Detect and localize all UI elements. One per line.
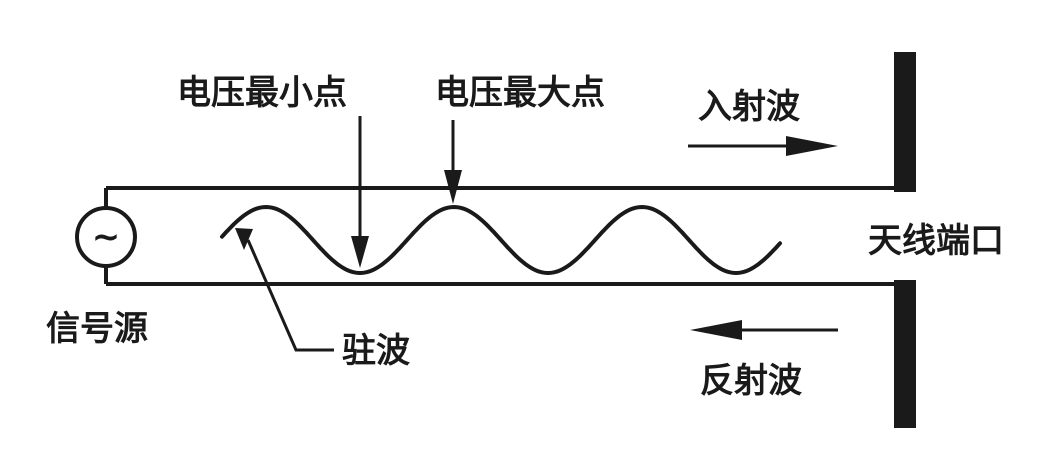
voltage-min-arrowhead (351, 236, 369, 268)
reflected-wave-label: 反射波 (700, 361, 802, 401)
standing-wave-pointer-line (246, 239, 334, 352)
signal-source-label: 信号源 (46, 309, 148, 349)
antenna-port-lower-plate (894, 280, 916, 428)
standing-wave-curve (220, 204, 782, 276)
voltage-max-arrowhead (444, 170, 462, 204)
voltage-min-label: 电压最小点 (177, 73, 347, 113)
antenna-port-upper-plate (894, 52, 916, 192)
voltage-max-label: 电压最大点 (435, 73, 605, 113)
incident-wave-arrowhead (786, 136, 838, 156)
signal-source-icon: ~ (75, 206, 137, 268)
reflected-wave-arrowhead (690, 320, 742, 340)
source-symbol: ~ (92, 217, 121, 257)
standing-wave-label: 驻波 (342, 331, 410, 371)
standing-wave-arrowhead (235, 228, 253, 250)
incident-wave-label: 入射波 (698, 87, 800, 127)
antenna-port-label: 天线端口 (868, 221, 1004, 261)
